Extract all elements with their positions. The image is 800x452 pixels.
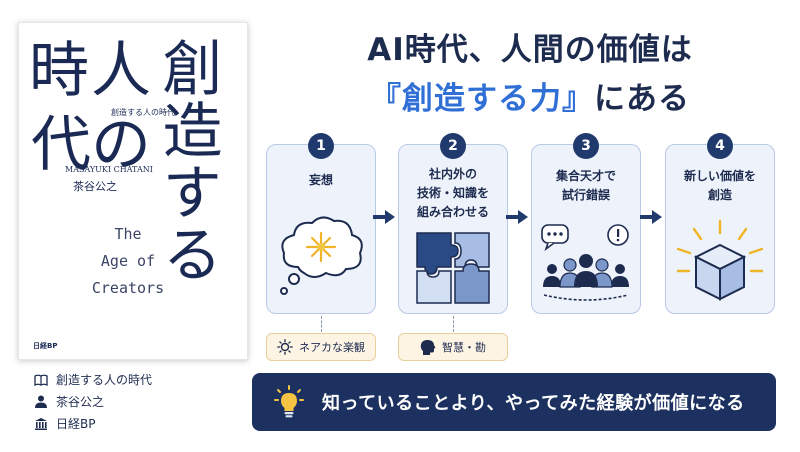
headline-line-1: AI時代、人間の価値は (367, 32, 693, 68)
step-title-line: 技術・知識を (416, 186, 489, 200)
step-title-line: 集合天才で (555, 169, 616, 183)
book-cover: 時人 代の 創造する 創造する人の時代 MASAYUKI CHATANI 茶谷公… (18, 22, 248, 360)
trait-label: ネアカな楽観 (299, 341, 365, 354)
thought-bubble-icon (280, 216, 363, 295)
trait-connector (453, 316, 454, 332)
step-card-3: 3 集合天才で 試行錯誤 (531, 133, 641, 314)
headline-accent: 『創造する力』 (370, 81, 594, 117)
trait-chip-optimism: ネアカな楽観 (266, 333, 376, 361)
arrow-right-icon (373, 210, 395, 224)
step-title-line: 試行錯誤 (561, 188, 610, 202)
cover-english-line: Creators (91, 279, 165, 297)
step-number-badge: 3 (573, 133, 599, 159)
info-author-row: 茶谷公之 (34, 392, 152, 411)
arrow-right-icon (640, 210, 662, 224)
trait-connector (321, 316, 322, 332)
person-icon (35, 395, 47, 408)
step-title-line: 新しい価値を (683, 169, 756, 183)
puzzle-icon (416, 232, 490, 304)
trait-label: 智慧・勘 (442, 341, 486, 354)
book-info: 創造する人の時代 茶谷公之 日経BP (34, 370, 152, 436)
step-card-4: 4 新しい価値を 創造 (665, 133, 775, 314)
cover-english-line: The (114, 225, 142, 243)
step-title-line: 創造 (707, 188, 732, 202)
step-title: 社内外の 技術・知識を 組み合わせる (399, 165, 507, 222)
headline: AI時代、人間の価値は 『創造する力』にある (262, 24, 798, 118)
step-number-badge: 2 (440, 133, 466, 159)
sun-icon (277, 339, 293, 355)
building-icon (35, 418, 47, 430)
cover-title-part-c: 創造する (152, 37, 222, 285)
step-card-2: 2 社内外の 技術・知識を 組み合わせる (398, 133, 508, 314)
info-publisher: 日経BP (56, 417, 96, 431)
info-publisher-row: 日経BP (34, 414, 152, 433)
step-title: 集合天才で 試行錯誤 (532, 167, 640, 205)
lightbulb-icon (274, 385, 304, 418)
cover-title-part-a: 時人 (29, 36, 153, 106)
step-number-badge: 1 (308, 133, 334, 159)
glowing-cube-icon (676, 219, 764, 301)
info-title-row: 創造する人の時代 (34, 370, 152, 389)
head-icon (420, 339, 436, 355)
step-card-1: 1 妄想 (266, 133, 376, 314)
headline-line-2: 『創造する力』にある (262, 73, 798, 118)
cover-english-line: Age of (100, 252, 156, 270)
cover-english-title: The Age of Creators (73, 221, 183, 302)
info-author: 茶谷公之 (56, 395, 105, 409)
team-icon (541, 224, 629, 301)
step-number-badge: 4 (707, 133, 733, 159)
step-title: 新しい価値を 創造 (666, 167, 774, 205)
cover-publisher-mark: 日経BP (33, 342, 58, 350)
book-icon (34, 374, 48, 386)
arrow-right-icon (506, 210, 528, 224)
trait-chip-wisdom: 智慧・勘 (398, 333, 508, 361)
step-title-line: 組み合わせる (416, 205, 489, 219)
banner-text: 知っていることより、やってみた経験が価値になる (322, 393, 745, 414)
cover-author-en: MASAYUKI CHATANI (65, 165, 153, 174)
cover-title-part-b: 代の (31, 110, 151, 180)
cover-author-jp: 茶谷公之 (73, 180, 117, 193)
headline-line-2-rest: にある (594, 81, 690, 117)
cover-subtitle: 創造する人の時代 (111, 108, 175, 117)
step-title-line: 妄想 (308, 173, 333, 187)
step-title: 妄想 (267, 171, 375, 190)
key-message-banner: 知っていることより、やってみた経験が価値になる (252, 373, 776, 431)
info-title: 創造する人の時代 (56, 373, 153, 387)
step-title-line: 社内外の (428, 167, 477, 181)
